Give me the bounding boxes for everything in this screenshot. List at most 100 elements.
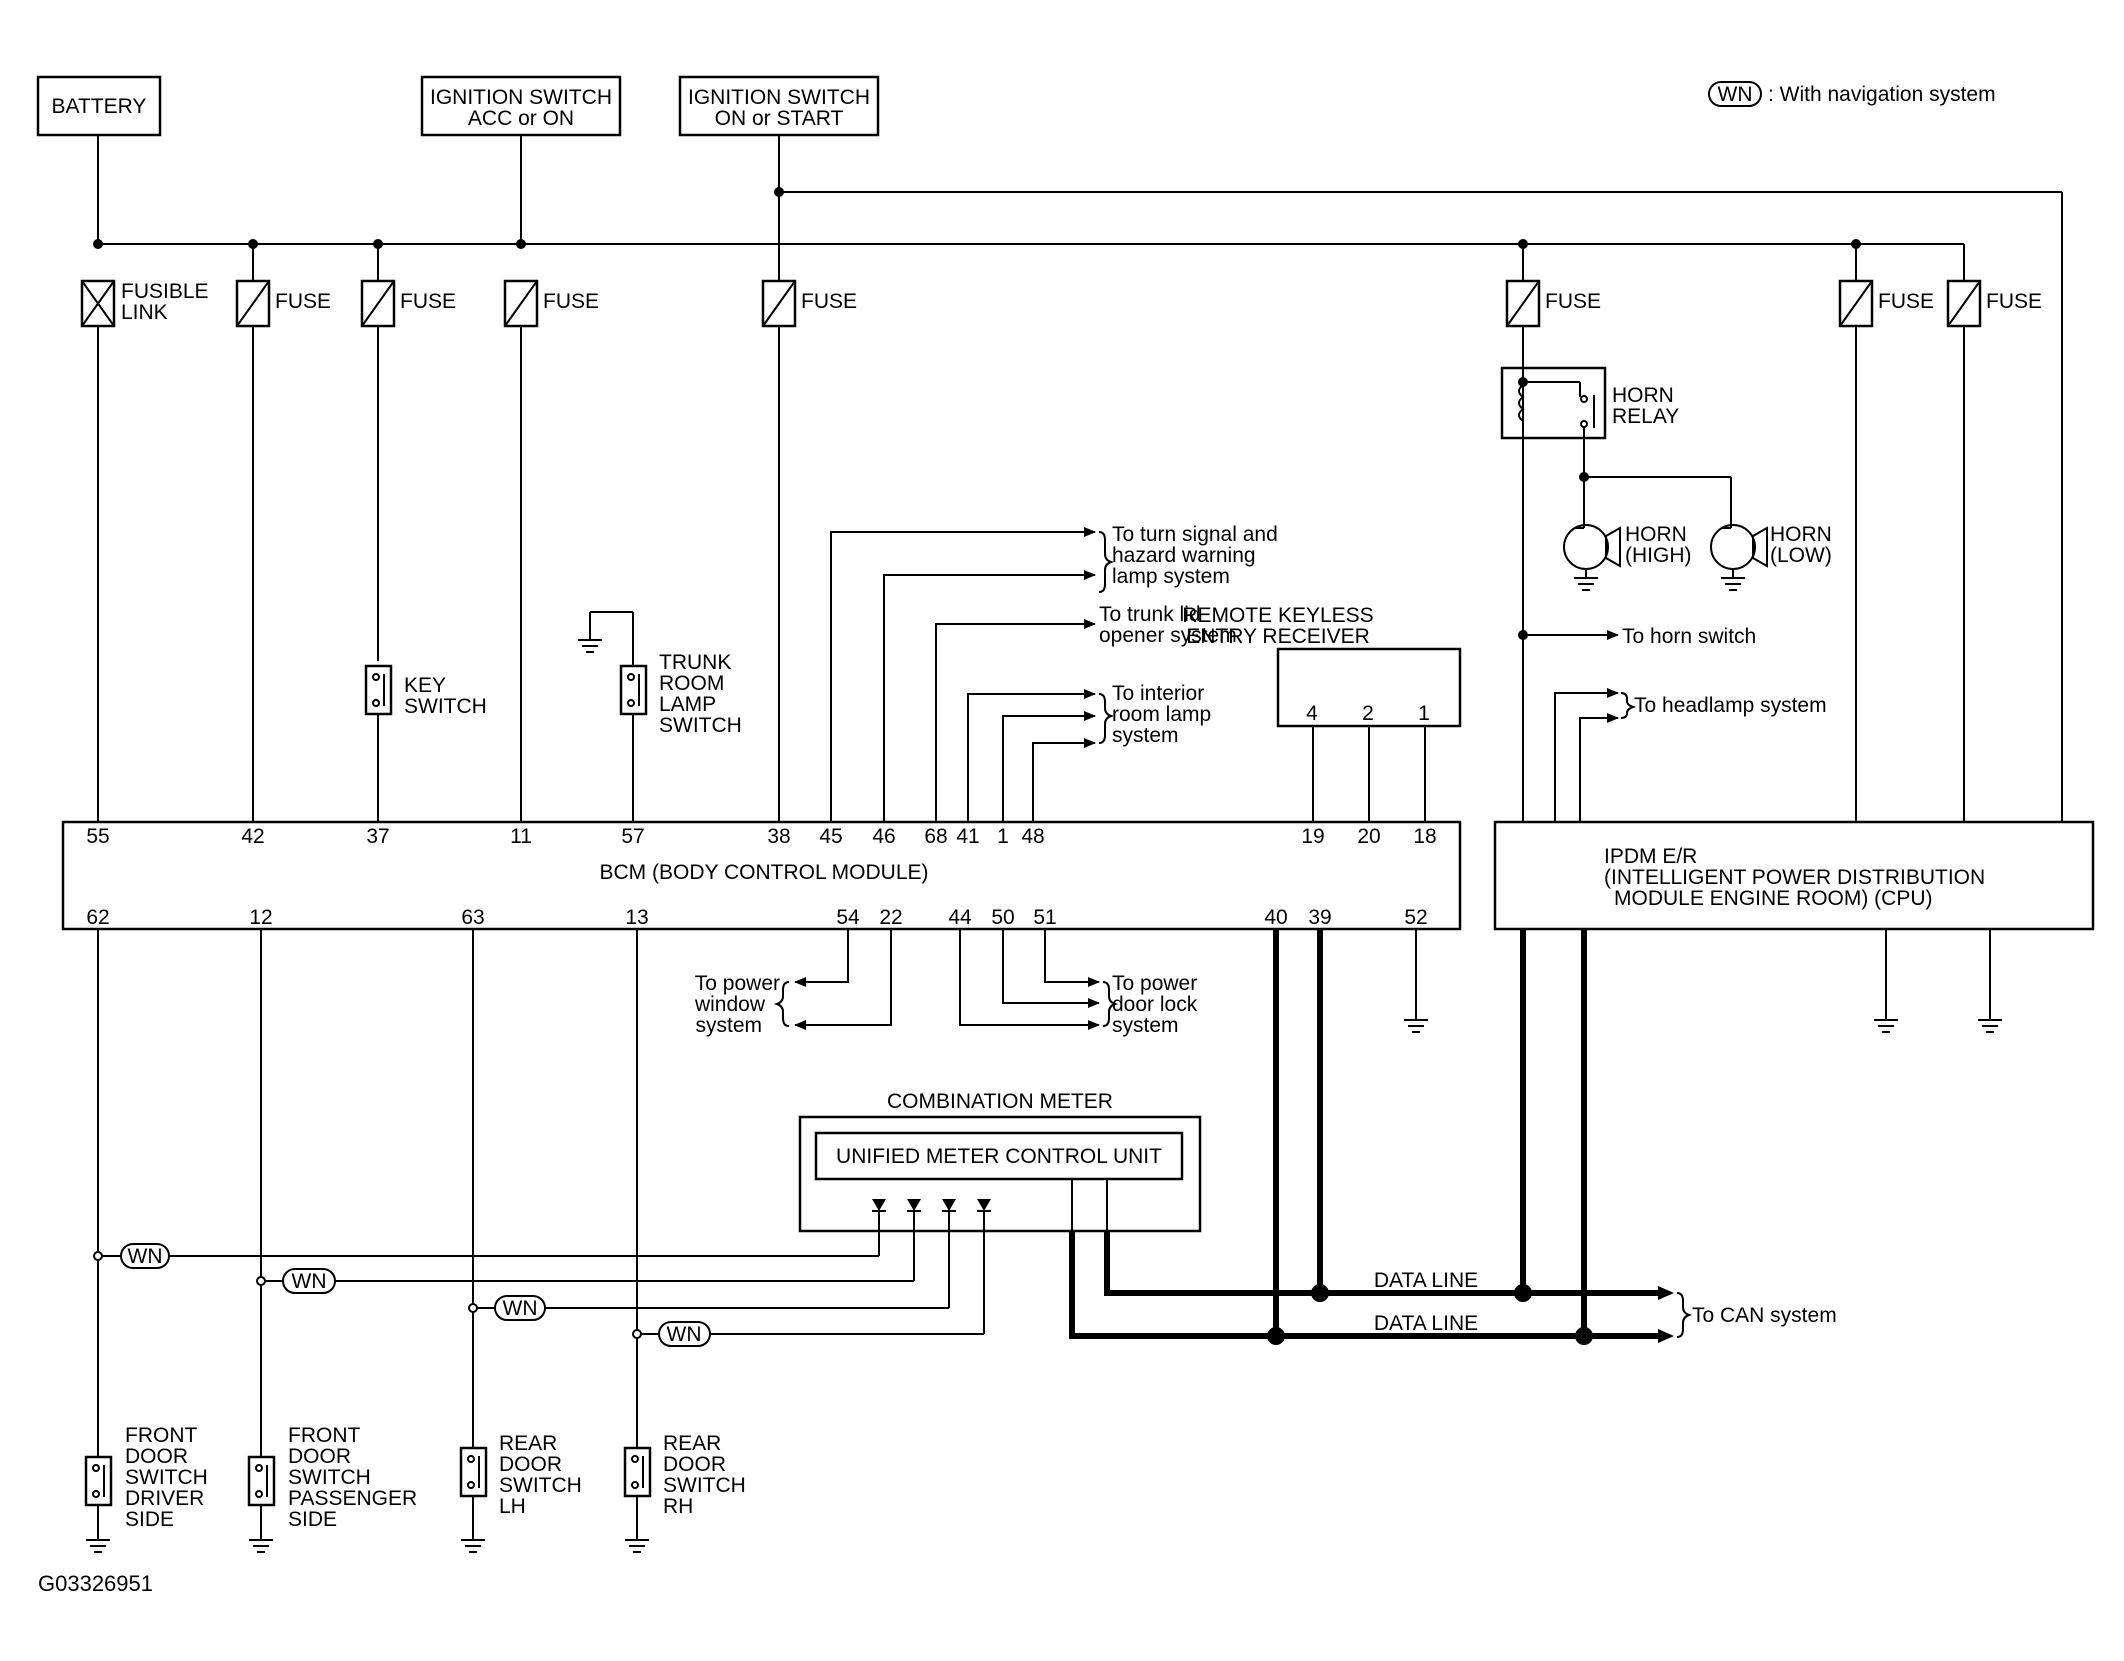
ignition-on-label-1: IGNITION SWITCH [688, 86, 870, 109]
bcm-pin-68: 68 [924, 825, 947, 848]
ipdm-label-1: IPDM E/R [1604, 845, 1697, 868]
legend-wn-tag: WN [1718, 83, 1753, 106]
fd-passenger-label: SIDE [288, 1508, 337, 1531]
battery-label: BATTERY [52, 95, 147, 118]
combination-meter-label: COMBINATION METER [887, 1090, 1113, 1113]
rke-pin: 4 [1306, 702, 1318, 725]
figure-id: G03326951 [38, 1571, 153, 1596]
rear-door-switch-lh: REAR DOOR SWITCH LH [459, 1432, 582, 1553]
bcm-pin-11: 11 [510, 825, 532, 848]
power-door-lock-destination: To power door lock system [959, 929, 1198, 1037]
data-line-label: DATA LINE [1374, 1269, 1478, 1292]
bcm-pin-13: 13 [625, 906, 648, 929]
fd-passenger-label: PASSENGER [288, 1487, 417, 1510]
data-line-label: DATA LINE [1374, 1312, 1478, 1335]
rke-label-1: REMOTE KEYLESS [1182, 604, 1373, 627]
horn-relay: HORN RELAY [1500, 326, 1679, 822]
bcm-pin-45: 45 [819, 825, 842, 848]
bcm-pin-57: 57 [621, 825, 644, 848]
can-system-label: To CAN system [1692, 1304, 1837, 1327]
diode-icons [872, 1199, 991, 1212]
wn-tag: WN [503, 1297, 538, 1320]
rke-label-2: ENTRY RECEIVER [1186, 625, 1370, 648]
fuse-ipdm-2: FUSE [1946, 279, 2042, 328]
bcm-pin-1: 1 [997, 825, 1009, 848]
trunk-opener-label-2: opener system [1099, 624, 1237, 647]
horn-relay-label-1: HORN [1612, 384, 1674, 407]
bcm-pin-46: 46 [872, 825, 895, 848]
rd-lh-label: LH [499, 1495, 526, 1518]
key-switch-label-1: KEY [404, 674, 446, 697]
remote-keyless-entry-receiver: REMOTE KEYLESS ENTRY RECEIVER 4 2 1 [1182, 604, 1462, 822]
bcm-pin-41: 41 [956, 825, 979, 848]
wn-tag: WN [667, 1323, 702, 1346]
trunk-opener-label-1: To trunk lid [1099, 603, 1201, 626]
power-window-label-3: system [695, 1014, 762, 1037]
turn-signal-label-3: lamp system [1112, 565, 1230, 588]
ignition-on-label-2: ON or START [715, 107, 844, 130]
trunk-switch-label-4: SWITCH [659, 714, 742, 737]
trunk-room-lamp-switch: TRUNK ROOM LAMP SWITCH [619, 651, 742, 737]
horn-wiring [1575, 476, 1732, 529]
can-data-lines: DATA LINE DATA LINE To CAN system [1069, 929, 1837, 1345]
horn-switch-label: To horn switch [1622, 625, 1756, 648]
turn-signal-label-2: hazard warning [1112, 544, 1256, 567]
fd-passenger-label: FRONT [288, 1424, 360, 1447]
interior-label-1: To interior [1112, 682, 1204, 705]
fuse-label: FUSE [801, 290, 857, 313]
horn-high: HORN (HIGH) [1563, 523, 1692, 591]
fd-driver-label: DOOR [125, 1445, 188, 1468]
bcm-pin-52: 52 [1404, 906, 1427, 929]
fuse-ipdm-1: FUSE [1838, 279, 1934, 328]
trunk-switch-label-3: LAMP [659, 693, 716, 716]
pdl-label-2: door lock [1112, 993, 1198, 1016]
ignition-on-source: IGNITION SWITCH ON or START [678, 75, 880, 137]
fuse-ignition-on: FUSE [761, 279, 857, 328]
wn-tag: WN [292, 1270, 327, 1293]
horn-high-label-1: HORN [1625, 523, 1687, 546]
bcm-pin-20: 20 [1357, 825, 1380, 848]
rd-rh-label: RH [663, 1495, 693, 1518]
interior-label-3: system [1112, 724, 1179, 747]
bcm-pin-40: 40 [1264, 906, 1287, 929]
fuse-label: FUSE [543, 290, 599, 313]
fuse-label: FUSE [1545, 290, 1601, 313]
ground-trunk [578, 639, 602, 653]
fuse-bcm-42: FUSE [235, 279, 331, 328]
fuse-key-switch: FUSE [360, 279, 456, 328]
bcm-pin-44: 44 [948, 906, 972, 929]
rke-pin: 2 [1362, 702, 1374, 725]
fuse-label: FUSE [275, 290, 331, 313]
rd-lh-label: SWITCH [499, 1474, 582, 1497]
battery-source: BATTERY [36, 75, 162, 137]
front-door-switch-passenger: FRONT DOOR SWITCH PASSENGER SIDE [247, 1424, 417, 1553]
bcm-pin-19: 19 [1301, 825, 1324, 848]
key-switch: KEY SWITCH [364, 664, 487, 718]
bcm-pin-51: 51 [1033, 906, 1056, 929]
pdl-label-1: To power [1112, 972, 1197, 995]
wn-tag: WN [128, 1245, 163, 1268]
door-switch-wiring [93, 929, 985, 1457]
fd-driver-label: FRONT [125, 1424, 197, 1447]
bcm-pin-38: 38 [767, 825, 790, 848]
horn-low-label-1: HORN [1770, 523, 1832, 546]
ipdm-er-module: IPDM E/R (INTELLIGENT POWER DISTRIBUTION… [1493, 820, 2095, 1033]
trunk-switch-label-1: TRUNK [659, 651, 731, 674]
wn-tags: WN WN WN WN [120, 1243, 711, 1347]
bcm-pin-54: 54 [836, 906, 860, 929]
fuse-label: FUSE [1878, 290, 1934, 313]
power-window-label-1: To power [695, 972, 780, 995]
headlamp-label: To headlamp system [1634, 694, 1827, 717]
fuse-label: FUSE [400, 290, 456, 313]
fusible-link-label-1: FUSIBLE [121, 280, 209, 303]
rd-rh-label: SWITCH [663, 1474, 746, 1497]
key-switch-label-2: SWITCH [404, 695, 487, 718]
horn-high-label-2: (HIGH) [1625, 544, 1692, 567]
trunk-opener-destination: To trunk lid opener system [1099, 603, 1237, 647]
umcu-label: UNIFIED METER CONTROL UNIT [836, 1145, 1162, 1168]
turn-signal-destination: To turn signal and hazard warning lamp s… [1098, 523, 1278, 593]
